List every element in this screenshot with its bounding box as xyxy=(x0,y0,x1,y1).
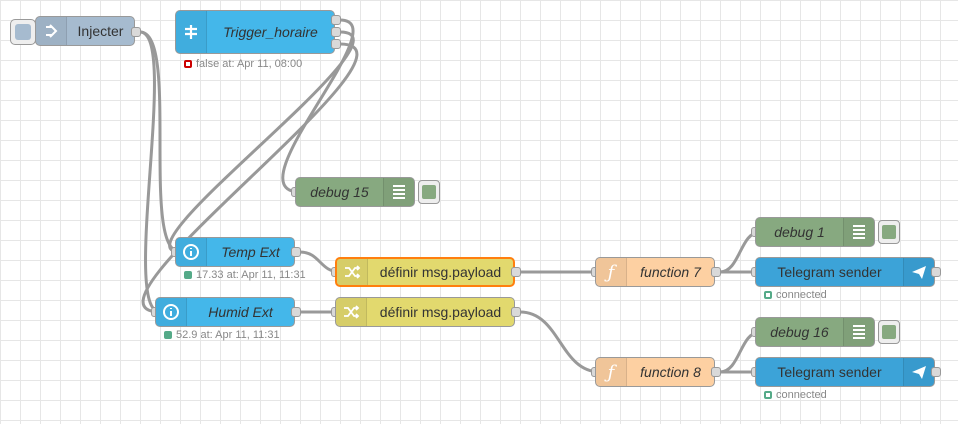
status-ring-green xyxy=(764,391,772,399)
status-ring-red xyxy=(184,60,192,68)
node-telegram-sender-1[interactable]: Telegram sender xyxy=(755,257,935,287)
node-debug-15[interactable]: debug 15 xyxy=(295,177,415,207)
output-port[interactable] xyxy=(931,367,941,377)
output-port[interactable] xyxy=(511,267,521,277)
node-label: debug 15 xyxy=(310,184,369,200)
status-dot-green xyxy=(184,271,192,279)
status-trigger: false at: Apr 11, 08:00 xyxy=(184,58,302,70)
node-trigger-horaire[interactable]: Trigger_horaire xyxy=(175,10,335,54)
output-port[interactable] xyxy=(711,267,721,277)
node-label: Telegram sender xyxy=(777,264,882,280)
shuffle-icon xyxy=(336,298,367,326)
wire-injecter-temp xyxy=(139,30,181,254)
node-temp-ext[interactable]: Temp Ext xyxy=(175,237,295,267)
status-telegram-2: connected xyxy=(764,389,827,401)
wire-change2-function8 xyxy=(519,310,601,374)
node-label: Injecter xyxy=(77,23,124,39)
node-debug-1[interactable]: debug 1 xyxy=(755,217,875,247)
node-label: définir msg.payload xyxy=(379,304,502,320)
status-text: 17.33 at: Apr 11, 11:31 xyxy=(196,269,306,281)
shuffle-icon xyxy=(337,259,368,285)
output-port-1[interactable] xyxy=(331,15,341,25)
function-icon: ƒ xyxy=(596,358,627,386)
arrow-right-icon xyxy=(36,17,67,45)
wire-function7-debug1 xyxy=(719,230,761,274)
injecter-button-square xyxy=(15,24,31,40)
wire-injecter-humid xyxy=(139,30,161,314)
output-port[interactable] xyxy=(931,267,941,277)
debug-15-toggle-button[interactable] xyxy=(418,180,440,204)
paper-plane-icon xyxy=(903,358,934,386)
status-text: connected xyxy=(776,289,827,301)
wire-function8-debug16 xyxy=(719,330,761,374)
node-label: debug 1 xyxy=(774,224,825,240)
node-label: définir msg.payload xyxy=(379,264,502,280)
node-label: debug 16 xyxy=(770,324,829,340)
function-icon: ƒ xyxy=(596,258,627,286)
node-telegram-sender-2[interactable]: Telegram sender xyxy=(755,357,935,387)
node-label: Humid Ext xyxy=(208,304,273,320)
output-port[interactable] xyxy=(711,367,721,377)
status-ring-green xyxy=(764,291,772,299)
debug-16-toggle-button[interactable] xyxy=(878,320,900,344)
node-debug-16[interactable]: debug 16 xyxy=(755,317,875,347)
info-icon xyxy=(156,298,187,326)
status-temp-ext: 17.33 at: Apr 11, 11:31 xyxy=(184,269,306,281)
node-injecter[interactable]: Injecter xyxy=(35,16,135,46)
info-icon xyxy=(176,238,207,266)
output-port-2[interactable] xyxy=(331,27,341,37)
node-label: Trigger_horaire xyxy=(223,24,318,40)
status-text: 52.9 at: Apr 11, 11:31 xyxy=(176,329,280,341)
status-text: connected xyxy=(776,389,827,401)
node-humid-ext[interactable]: Humid Ext xyxy=(155,297,295,327)
node-function-7[interactable]: ƒ function 7 xyxy=(595,257,715,287)
output-port[interactable] xyxy=(131,27,141,37)
list-icon xyxy=(843,318,874,346)
node-change-2[interactable]: définir msg.payload xyxy=(335,297,515,327)
paper-plane-icon xyxy=(903,258,934,286)
node-label: Temp Ext xyxy=(221,244,280,260)
status-humid-ext: 52.9 at: Apr 11, 11:31 xyxy=(164,329,280,341)
status-dot-green xyxy=(164,331,172,339)
node-label: function 8 xyxy=(640,364,701,380)
output-port[interactable] xyxy=(511,307,521,317)
node-change-1[interactable]: définir msg.payload xyxy=(335,257,515,287)
node-function-8[interactable]: ƒ function 8 xyxy=(595,357,715,387)
node-label: function 7 xyxy=(640,264,701,280)
node-label: Telegram sender xyxy=(777,364,882,380)
list-icon xyxy=(843,218,874,246)
status-telegram-1: connected xyxy=(764,289,827,301)
status-text: false at: Apr 11, 08:00 xyxy=(196,58,303,70)
output-port-3[interactable] xyxy=(331,39,341,49)
injecter-trigger-button[interactable] xyxy=(10,19,36,45)
output-port[interactable] xyxy=(291,247,301,257)
signpost-icon xyxy=(176,11,207,53)
debug-1-toggle-button[interactable] xyxy=(878,220,900,244)
list-icon xyxy=(383,178,414,206)
output-port[interactable] xyxy=(291,307,301,317)
